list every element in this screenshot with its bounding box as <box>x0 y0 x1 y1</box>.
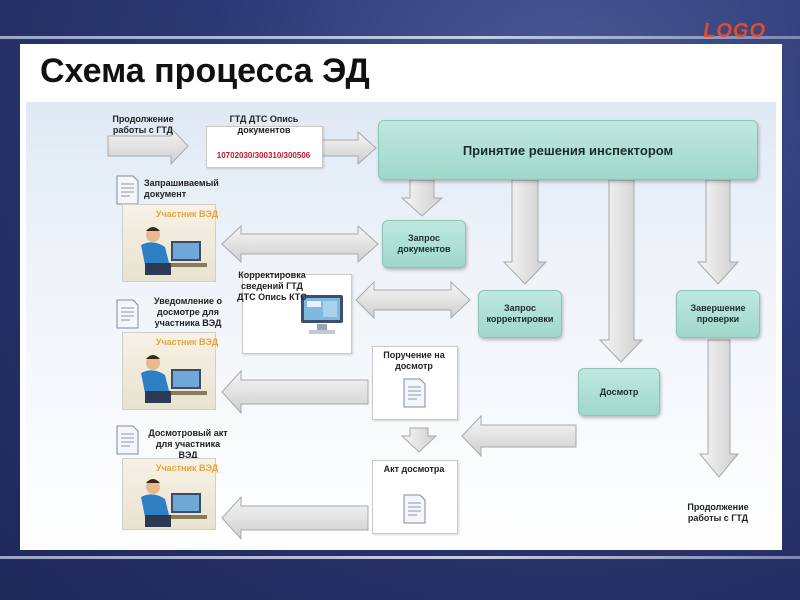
arrow-right <box>107 126 189 166</box>
arrow-down <box>598 179 644 363</box>
document-icon <box>403 494 426 524</box>
correction-card <box>242 274 352 354</box>
arrow-left <box>221 369 369 415</box>
arrow-down <box>696 179 740 285</box>
act-label: Акт досмотра <box>383 464 445 474</box>
worker-illustration <box>141 479 207 527</box>
document-icon <box>116 299 139 329</box>
logo: LOGO <box>703 20 766 42</box>
finish-box: Завершение проверки <box>676 290 760 338</box>
bottom-rule <box>0 556 800 559</box>
order-card <box>372 346 458 420</box>
continue-label-bottom: Продолжение работы с ГТД <box>687 502 749 523</box>
participant-photo-3: Участник ВЭД <box>122 458 218 530</box>
slide: Схема процесса ЭД <box>20 44 782 550</box>
request-correction-box: Запрос корректировки <box>478 290 562 338</box>
arrow-right <box>318 130 377 166</box>
worker-illustration <box>141 227 207 275</box>
inspection-box: Досмотр <box>578 368 660 416</box>
worker-illustration <box>141 355 207 403</box>
document-icon <box>403 378 426 408</box>
diagram-panel: Продолжение работы с ГТД ГТД ДТС Опись д… <box>26 102 776 550</box>
order-label: Поручение на досмотр <box>383 350 445 371</box>
arrow-bidirectional <box>355 280 471 320</box>
arrow-bidirectional <box>221 224 379 264</box>
decision-box: Принятие решения инспектором <box>378 120 758 180</box>
notice-label: Уведомление о досмотре для участника ВЭД <box>153 296 222 328</box>
arrow-down <box>698 339 740 478</box>
continue-label-top: Продолжение работы с ГТД <box>112 114 174 135</box>
requested-doc-label: Запрашиваемый документ <box>144 178 219 199</box>
participant-photo-2: Участник ВЭД <box>122 332 218 410</box>
act-card <box>372 460 458 534</box>
docs-card <box>206 126 323 168</box>
page-title: Схема процесса ЭД <box>40 52 370 90</box>
participant-label-1: Участник ВЭД <box>155 209 219 219</box>
request-docs-box: Запрос документов <box>382 220 466 268</box>
act-for-label: Досмотровый акт для участника ВЭД <box>148 428 228 460</box>
arrow-left <box>461 414 577 458</box>
arrow-left <box>221 495 369 541</box>
top-rule <box>0 36 800 39</box>
correction-label: Корректировка сведений ГТД ДТС Опись КТС <box>237 270 307 302</box>
computer-icon <box>301 295 343 334</box>
arrows-layer <box>107 126 740 541</box>
arrow-down <box>400 427 438 453</box>
document-icon <box>116 175 139 205</box>
arrow-down <box>400 179 444 217</box>
participant-photo-1: Участник ВЭД <box>122 204 218 282</box>
participant-label-3: Участник ВЭД <box>155 463 219 473</box>
arrow-down <box>502 179 548 285</box>
docs-header: ГТД ДТС Опись документов <box>229 114 299 135</box>
document-icon <box>116 425 139 455</box>
docs-numbers: 10702030/300310/300506 <box>216 151 311 160</box>
participant-label-2: Участник ВЭД <box>155 337 219 347</box>
